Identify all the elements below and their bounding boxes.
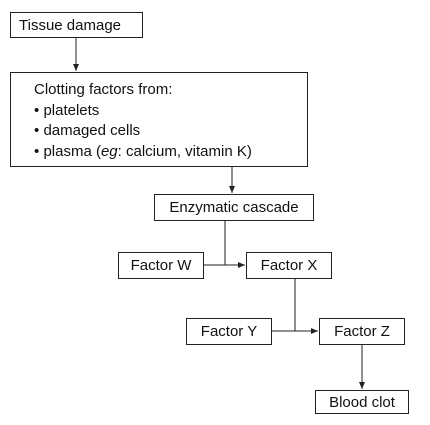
factor-y-label: Factor Y bbox=[200, 323, 258, 340]
blood-clot-box: Blood clot bbox=[315, 390, 409, 414]
enzymatic-cascade-label: Enzymatic cascade bbox=[169, 199, 299, 216]
clotting-factor-label: platelets bbox=[43, 101, 100, 119]
tissue-damage-label: Tissue damage bbox=[19, 16, 121, 34]
example-text: : calcium, vitamin K) bbox=[117, 142, 252, 160]
factor-z-label: Factor Z bbox=[334, 323, 390, 340]
tissue-damage-box: Tissue damage bbox=[10, 12, 143, 38]
factor-w-box: Factor W bbox=[118, 252, 204, 279]
clotting-factor-label: damaged cells bbox=[43, 122, 141, 139]
bullet-glyph: • bbox=[34, 101, 40, 119]
clotting-factor-item: • plasma (eg: calcium, vitamin K) bbox=[34, 142, 252, 160]
clotting-factor-item: • platelets bbox=[34, 101, 307, 122]
factor-x-box: Factor X bbox=[246, 252, 332, 279]
example-abbrev: eg bbox=[100, 142, 118, 160]
factor-z-box: Factor Z bbox=[319, 318, 405, 345]
clotting-factor-label: plasma bbox=[43, 142, 92, 160]
clotting-factors-box: Clotting factors from: • platelets • dam… bbox=[10, 72, 308, 167]
bullet-glyph: • bbox=[34, 142, 40, 160]
bullet-glyph: • bbox=[34, 122, 40, 139]
factor-y-box: Factor Y bbox=[186, 318, 272, 345]
factor-x-label: Factor X bbox=[260, 257, 318, 274]
blood-clot-label: Blood clot bbox=[329, 393, 395, 411]
clotting-factor-item: • damaged cells bbox=[34, 121, 307, 142]
clotting-factors-heading: Clotting factors from: bbox=[34, 81, 173, 98]
factor-w-label: Factor W bbox=[130, 257, 192, 274]
enzymatic-cascade-box: Enzymatic cascade bbox=[154, 194, 314, 221]
